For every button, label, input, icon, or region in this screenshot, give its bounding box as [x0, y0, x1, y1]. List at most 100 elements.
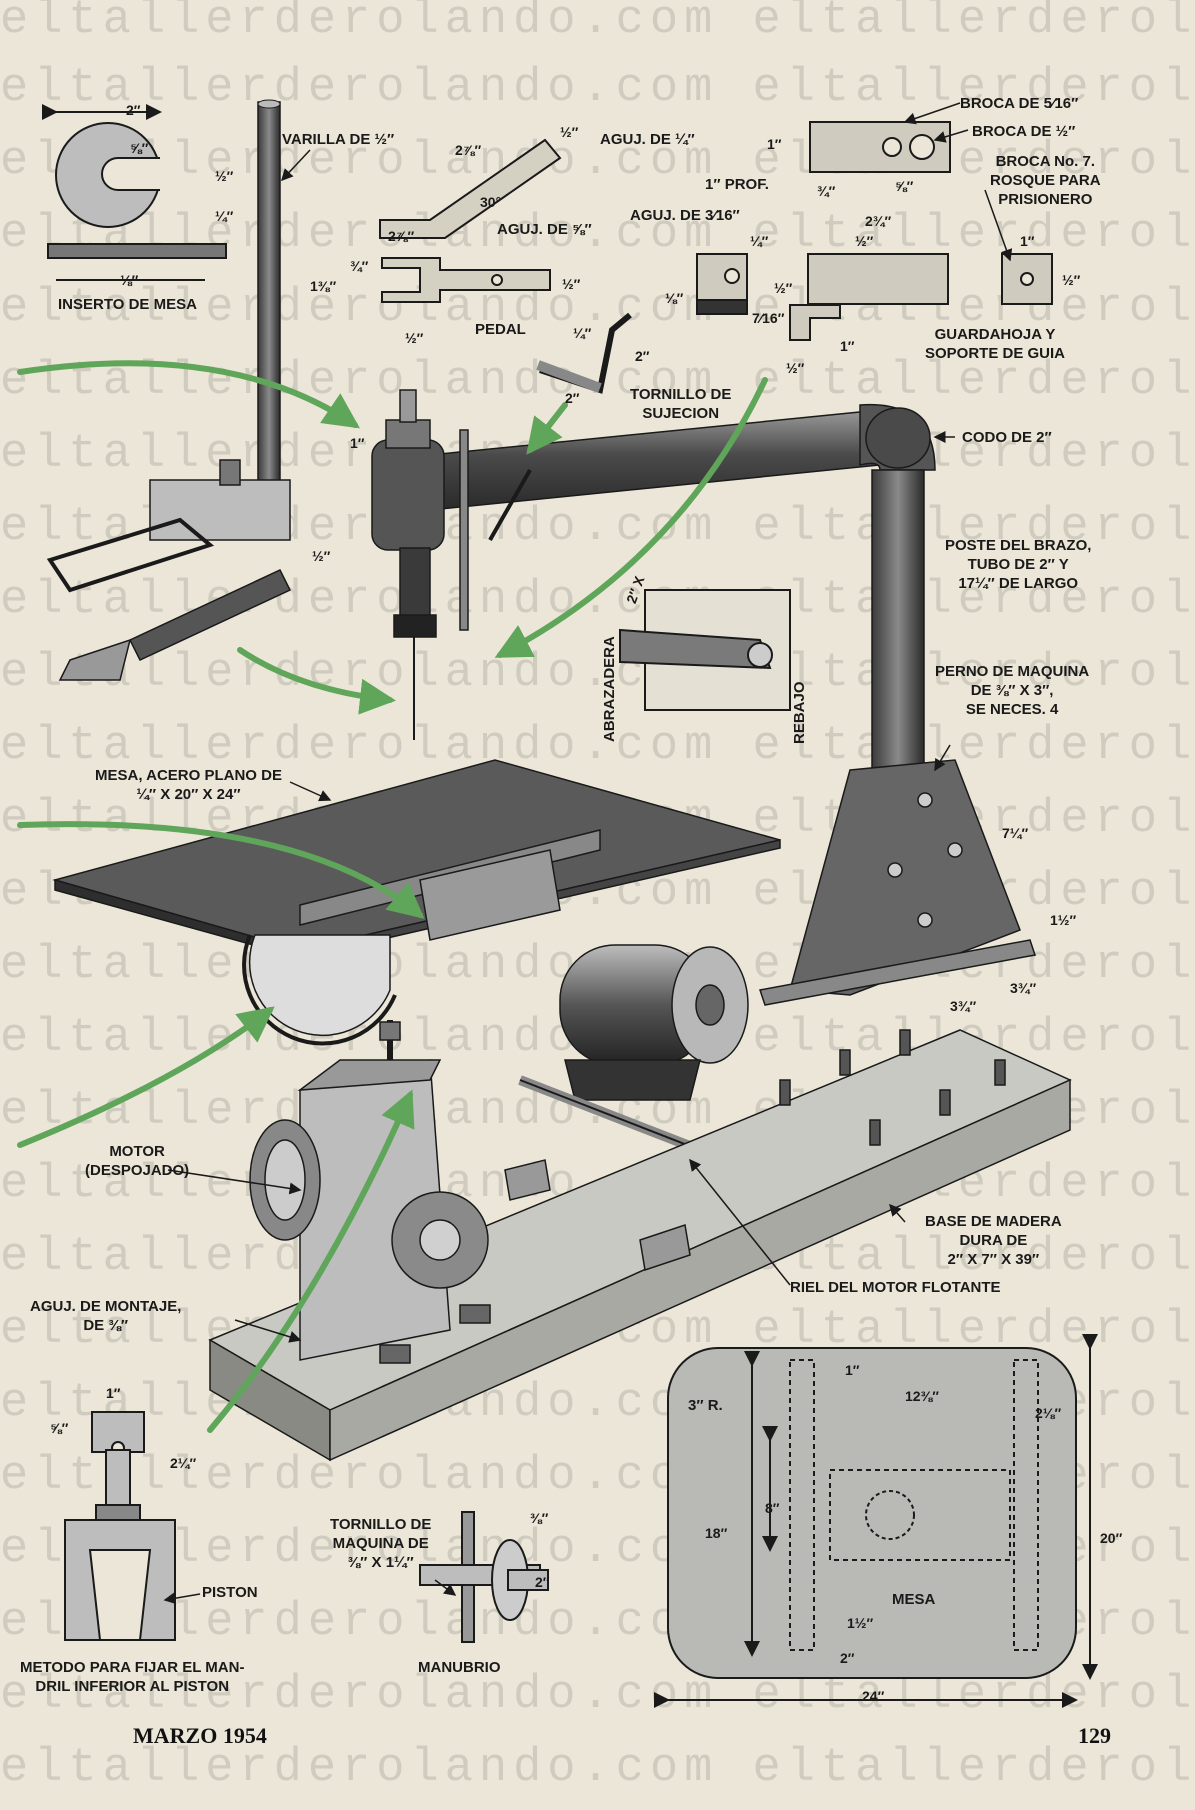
dim-8: 8″: [765, 1500, 780, 1516]
label-tornillo-maquina: TORNILLO DE MAQUINA DE ⅜″ X 1¼″: [330, 1516, 432, 1571]
dim-2b: 2″: [635, 348, 650, 364]
label-motor: MOTOR (DESPOJADO): [85, 1143, 190, 1179]
dim-334b: 3¾″: [950, 998, 977, 1014]
dim-58c: ⅝″: [50, 1420, 69, 1436]
dim-2d: 2″: [840, 1650, 855, 1666]
watermark-row: eltallerderolando.com eltallerderolando.…: [0, 0, 1195, 47]
label-riel: RIEL DEL MOTOR FLOTANTE: [790, 1279, 1001, 1296]
blade-guard-detail: [696, 121, 1053, 341]
lower-chuck-assembly: [46, 459, 292, 681]
dim-30deg: 30°: [480, 194, 502, 210]
label-perno: PERNO DE MAQUINA DE ⅜″ X 3″, SE NECES. 4: [935, 663, 1090, 718]
dim-278b: 2⅞″: [388, 228, 415, 244]
label-broca-516: BROCA DE 5⁄16″: [960, 95, 1079, 112]
dim-12g: ½″: [1062, 272, 1081, 288]
dim-18b: ⅛″: [665, 290, 684, 306]
footer-page-number: 129: [1078, 1723, 1111, 1748]
label-rebajo: REBAJO: [791, 681, 808, 744]
label-prof: 1″ PROF.: [705, 176, 769, 193]
watermark-row: eltallerderolando.com eltallerderolando.…: [0, 135, 1195, 188]
watermark-row: eltallerderolando.com eltallerderolando.…: [0, 62, 1195, 115]
label-pedal: PEDAL: [475, 321, 526, 338]
footer-month-year: MARZO 1954: [133, 1723, 267, 1748]
dim-12b: ½″: [560, 124, 579, 140]
dim-24: 24″: [862, 1688, 885, 1704]
watermark-row: eltallerderolando.com eltallerderolando.…: [0, 1742, 1195, 1795]
clamp-detail: [619, 589, 791, 711]
dim-18: ⅛″: [120, 272, 139, 288]
dim-2e: 2″: [535, 1574, 550, 1590]
label-base: BASE DE MADERA DURA DE 2″ X 7″ X 39″: [925, 1213, 1062, 1268]
label-aguj-58: AGUJ. DE ⅝″: [497, 221, 592, 238]
dim-1f: 1″: [106, 1385, 121, 1401]
handwheel-detail: [419, 1511, 549, 1643]
dim-1d: 1″: [350, 435, 365, 451]
label-manubrio: MANUBRIO: [418, 1659, 501, 1676]
label-broca-7: BROCA No. 7. ROSQUE PARA PRISIONERO: [990, 153, 1101, 208]
pedal-detail: [379, 138, 562, 303]
dim-20: 20″: [1100, 1530, 1123, 1546]
dim-1c: 1″: [840, 338, 855, 354]
dim-12i: ½″: [312, 548, 331, 564]
dim-1in: 1″: [767, 136, 782, 152]
label-guardahoja: GUARDAHOJA Y SOPORTE DE GUIA: [925, 326, 1066, 362]
table-assembly: [52, 759, 781, 1046]
table-plan-view: [654, 1334, 1098, 1708]
dim-12d: ½″: [405, 330, 424, 346]
dim-14: ¼″: [215, 208, 234, 224]
dim-12e: ½″: [855, 233, 874, 249]
clamp-screw-detail: [536, 312, 632, 394]
stripped-motor: [249, 1020, 491, 1364]
label-tornillo-sujecion: TORNILLO DE SUJECION: [630, 386, 732, 422]
label-codo: CODO DE 2″: [962, 429, 1052, 446]
label-varilla: VARILLA DE ½″: [282, 131, 395, 148]
dim-214: 2¼″: [170, 1455, 197, 1471]
watermark-row: eltallerderolando.com eltallerderolando.…: [0, 647, 1195, 700]
dim-278: 2⅞″: [455, 142, 482, 158]
label-metodo: METODO PARA FIJAR EL MAN- DRIL INFERIOR …: [20, 1659, 245, 1695]
label-piston: PISTON: [202, 1584, 258, 1601]
dim-1e: 1″: [845, 1362, 860, 1378]
dim-716: 7⁄16″: [752, 310, 785, 326]
dim-12f: ½″: [774, 280, 793, 296]
electric-motor: [518, 944, 749, 1155]
piston-detail: [64, 1411, 176, 1641]
dim-112: 1½″: [1050, 912, 1077, 928]
label-mesa: MESA: [892, 1591, 936, 1608]
dim-18in: 18″: [705, 1525, 728, 1541]
label-poste: POSTE DEL BRAZO, TUBO DE 2″ Y 17¼″ DE LA…: [945, 537, 1092, 592]
dim-2c: 2″: [565, 390, 580, 406]
dim-12: ½″: [215, 168, 234, 184]
dim-34: ¾″: [350, 258, 369, 274]
watermark-row: eltallerderolando.com eltallerderolando.…: [0, 282, 1195, 335]
dim-1b: 1″: [1020, 233, 1035, 249]
label-aguj-14: AGUJ. DE ¼″: [600, 131, 695, 148]
dim-14c: ¼″: [750, 233, 769, 249]
dim-58: ⅝″: [130, 140, 149, 156]
label-broca-12: BROCA DE ½″: [972, 123, 1076, 140]
label-aguj-316: AGUJ. DE 3⁄16″: [630, 207, 740, 224]
dim-34b: ¾″: [817, 183, 836, 199]
dim-234: 2¾″: [865, 213, 892, 229]
dim-38: ⅜″: [530, 1510, 549, 1526]
leader-lines: [163, 102, 1013, 1605]
arm-assembly: [371, 389, 936, 771]
rod: [257, 101, 281, 483]
dim-714: 7¼″: [1002, 825, 1029, 841]
table-insert-detail: [42, 104, 227, 281]
dim-58b: ⅝″: [895, 178, 914, 194]
dim-12c: ½″: [562, 276, 581, 292]
label-aguj-montaje: AGUJ. DE MONTAJE, DE ⅜″: [30, 1298, 182, 1334]
label-abrazadera: ABRAZADERA: [601, 636, 618, 742]
green-indicator-arrows: [17, 360, 768, 1433]
watermark-row: eltallerderolando.com eltallerderolando.…: [0, 720, 1195, 773]
post-base-bracket: [759, 759, 1036, 1006]
dim-112b: 1½″: [847, 1615, 874, 1631]
dim-138: 1⅜″: [310, 278, 337, 294]
dim-218: 2⅛″: [1035, 1405, 1062, 1421]
dim-1238: 12⅜″: [905, 1388, 939, 1404]
label-inserto: INSERTO DE MESA: [58, 296, 197, 313]
dim-12h: ½″: [786, 360, 805, 376]
